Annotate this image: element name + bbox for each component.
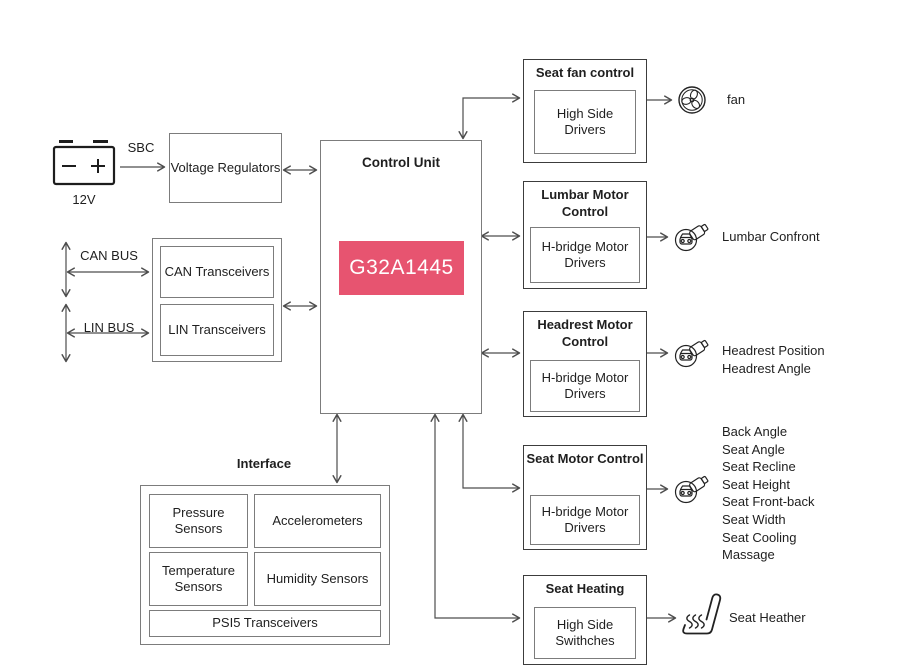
humidity-sensors-box: Humidity Sensors (254, 552, 381, 606)
high-side-drivers-box: High Side Drivers (534, 90, 636, 154)
headrest-targets-label: Headrest Position Headrest Angle (722, 343, 825, 376)
transceivers-group-box: CAN Transceivers LIN Transceivers (152, 238, 282, 362)
high-side-switches-box: High Side Swithches (534, 607, 636, 659)
control-unit-box: Control Unit G32A1445 (320, 140, 482, 414)
motor-icon (674, 221, 710, 252)
lin-transceivers-box: LIN Transceivers (160, 304, 274, 356)
control-unit-title: Control Unit (362, 155, 440, 170)
voltage-regulators-box: Voltage Regulators (169, 133, 282, 203)
hbridge-motor-drivers-box: H-bridge Motor Drivers (530, 495, 640, 545)
headrest-motor-control-title: Headrest Motor Control (537, 317, 633, 349)
chip-label: G32A1445 (339, 241, 464, 295)
fan-label: fan (727, 92, 746, 107)
seat-motor-control-title: Seat Motor Control (526, 451, 644, 466)
lumbar-motor-control-title: Lumbar Motor Control (541, 187, 629, 219)
psi5-transceivers-box: PSI5 Transceivers (149, 610, 381, 637)
lumbar-motor-control-box: Lumbar Motor Control H-bridge Motor Driv… (523, 181, 647, 289)
seat-motor-targets-label: Back Angle Seat Angle Seat Recline Seat … (722, 424, 815, 563)
lumbar-confront-label: Lumbar Confront (722, 229, 820, 244)
headrest-motor-control-box: Headrest Motor Control H-bridge Motor Dr… (523, 311, 647, 417)
interface-box: Pressure Sensors Accelerometers Temperat… (140, 485, 390, 645)
seat-heater-icon (682, 593, 722, 635)
battery-icon (52, 140, 116, 186)
motor-icon (674, 337, 710, 368)
pressure-sensors-box: Pressure Sensors (149, 494, 248, 548)
seat-fan-control-box: Seat fan control High Side Drivers (523, 59, 647, 163)
hbridge-motor-drivers-box: H-bridge Motor Drivers (530, 360, 640, 412)
interface-title: Interface (236, 456, 292, 471)
seat-heating-title: Seat Heating (545, 581, 625, 596)
can-transceivers-box: CAN Transceivers (160, 246, 274, 298)
seat-heating-box: Seat Heating High Side Swithches (523, 575, 647, 665)
temperature-sensors-box: Temperature Sensors (149, 552, 248, 606)
seat-heather-label: Seat Heather (729, 610, 806, 625)
motor-icon (674, 473, 710, 504)
can-bus-label: CAN BUS (80, 248, 138, 263)
accelerometers-box: Accelerometers (254, 494, 381, 548)
lin-bus-label: LIN BUS (83, 320, 135, 335)
seat-motor-control-box: Seat Motor Control H-bridge Motor Driver… (523, 445, 647, 550)
seat-fan-control-title: Seat fan control (535, 65, 635, 80)
sbc-label: SBC (127, 140, 155, 155)
battery-voltage-label: 12V (72, 192, 96, 207)
hbridge-motor-drivers-box: H-bridge Motor Drivers (530, 227, 640, 283)
fan-icon (678, 86, 706, 114)
